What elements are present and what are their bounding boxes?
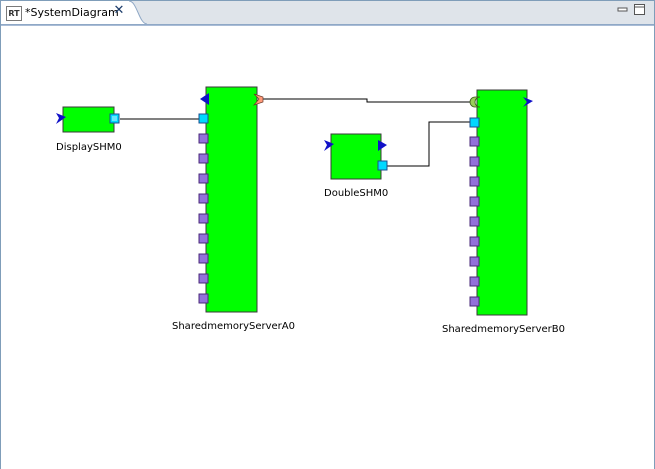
service-port[interactable] — [198, 233, 209, 244]
component-label: SharedmemoryServerA0 — [172, 321, 295, 332]
component-display-shm[interactable]: DisplaySHM0 — [56, 106, 122, 153]
service-port[interactable] — [469, 276, 480, 287]
service-port[interactable] — [469, 256, 480, 267]
service-port[interactable] — [469, 176, 480, 187]
component-label: DisplaySHM0 — [56, 142, 122, 153]
service-port[interactable] — [198, 213, 209, 224]
tab-system-diagram[interactable]: RT *SystemDiagram ✕ — [1, 1, 130, 24]
provided-port-icon[interactable] — [252, 93, 264, 106]
service-port[interactable] — [469, 296, 480, 307]
service-port[interactable] — [198, 133, 209, 144]
required-port-icon[interactable] — [469, 96, 481, 108]
data-port[interactable] — [109, 113, 120, 124]
data-port[interactable] — [198, 113, 209, 124]
tab-curve — [129, 1, 147, 24]
service-port[interactable] — [469, 136, 480, 147]
service-port[interactable] — [198, 293, 209, 304]
minimize-icon[interactable] — [617, 4, 628, 15]
tab-title: *SystemDiagram — [25, 6, 119, 19]
diagram-canvas[interactable]: DisplaySHM0 SharedmemoryServerA0 DoubleS… — [1, 25, 654, 469]
service-port[interactable] — [469, 196, 480, 207]
data-port[interactable] — [469, 117, 480, 128]
service-port[interactable] — [469, 236, 480, 247]
component-double-shm[interactable]: DoubleSHM0 — [324, 133, 388, 199]
service-port[interactable] — [198, 273, 209, 284]
editor-tab-bar: RT *SystemDiagram ✕ — [1, 1, 654, 25]
service-port[interactable] — [469, 216, 480, 227]
system-diagram[interactable]: DisplaySHM0 SharedmemoryServerA0 DoubleS… — [1, 26, 654, 469]
connection-double-to-server-b[interactable] — [387, 121, 470, 167]
event-port-in-icon[interactable] — [56, 113, 66, 124]
rt-diagram-icon: RT — [6, 6, 22, 21]
close-icon[interactable]: ✕ — [113, 3, 125, 18]
event-port-out-icon[interactable] — [378, 140, 387, 151]
service-port[interactable] — [198, 193, 209, 204]
data-port[interactable] — [377, 160, 388, 171]
component-label: SharedmemoryServerB0 — [442, 324, 565, 335]
event-port-out-icon[interactable] — [200, 93, 209, 105]
component-server-a[interactable]: SharedmemoryServerA0 — [172, 86, 295, 332]
component-server-b[interactable]: SharedmemoryServerB0 — [442, 89, 565, 335]
component-label: DoubleSHM0 — [324, 188, 388, 199]
service-port[interactable] — [469, 156, 480, 167]
maximize-icon[interactable] — [634, 4, 645, 15]
connection-server-a-to-server-b[interactable] — [261, 98, 470, 103]
event-port-in-icon[interactable] — [324, 140, 334, 151]
service-port[interactable] — [198, 253, 209, 264]
event-port-in-icon[interactable] — [523, 97, 533, 107]
service-port[interactable] — [198, 153, 209, 164]
service-port[interactable] — [198, 173, 209, 184]
